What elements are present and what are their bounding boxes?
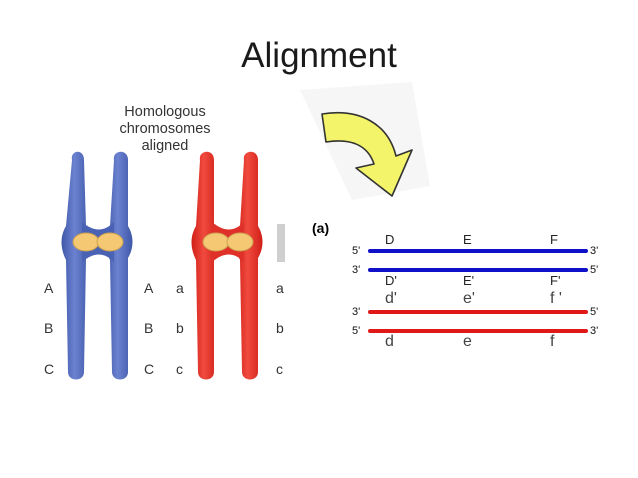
strand-2-gene-3: F' [550,273,561,288]
strand-4-left-end: 5' [352,325,361,337]
red-right-label-c: c [276,361,283,377]
strand-2-gene-1: D' [385,273,397,288]
blue-chromatid-right [105,151,133,380]
blue-centromere-left [72,232,100,252]
strand-4-gene-2: e [463,333,472,350]
image-edge-sliver [277,224,285,262]
strand-3-gene-1: d' [385,290,397,307]
strand-1-left-end: 5' [352,245,361,257]
red-left-label-a: a [176,280,184,296]
strand-4-right-end: 3' [590,325,599,337]
strand-4-gene-3: f [550,333,555,350]
strand-2-right-end: 5' [590,264,599,276]
strand-1-gene-1: D [385,232,395,247]
red-left-label-c: c [176,361,183,377]
blue-right-label-b: B [144,320,154,336]
blue-right-label-c: C [144,361,155,377]
blue-left-label-a: A [44,280,54,296]
blue-right-label-a: A [144,280,154,296]
curved-arrow-icon [300,82,430,200]
slide-title: Alignment [241,36,397,75]
strand-1-right-end: 3' [590,245,599,257]
strand-2-gene-2: E' [463,273,475,288]
strand-3-gene-3: f ' [550,290,562,307]
panel-label: (a) [312,220,330,236]
red-chromatid-right [235,151,263,380]
red-centromere-left [202,232,230,252]
red-chromatid-left [191,151,219,380]
red-right-label-a: a [276,280,284,296]
strand-3-right-end: 5' [590,306,599,318]
red-right-label-b: b [276,320,284,336]
strand-4-gene-1: d [385,333,394,350]
red-left-label-b: b [176,320,184,336]
blue-chromatid-left [61,151,91,380]
blue-left-label-c: C [44,361,55,377]
strand-3-left-end: 3' [352,306,361,318]
strand-2-left-end: 3' [352,264,361,276]
red-centromere-right [226,232,254,252]
strand-1-gene-3: F [550,232,558,247]
blue-centromere-right [96,232,124,252]
strand-1-gene-2: E [463,232,472,247]
chromosome-caption: Homologous chromosomes aligned [119,104,211,154]
strand-3-gene-2: e' [463,290,475,307]
blue-left-label-b: B [44,320,54,336]
